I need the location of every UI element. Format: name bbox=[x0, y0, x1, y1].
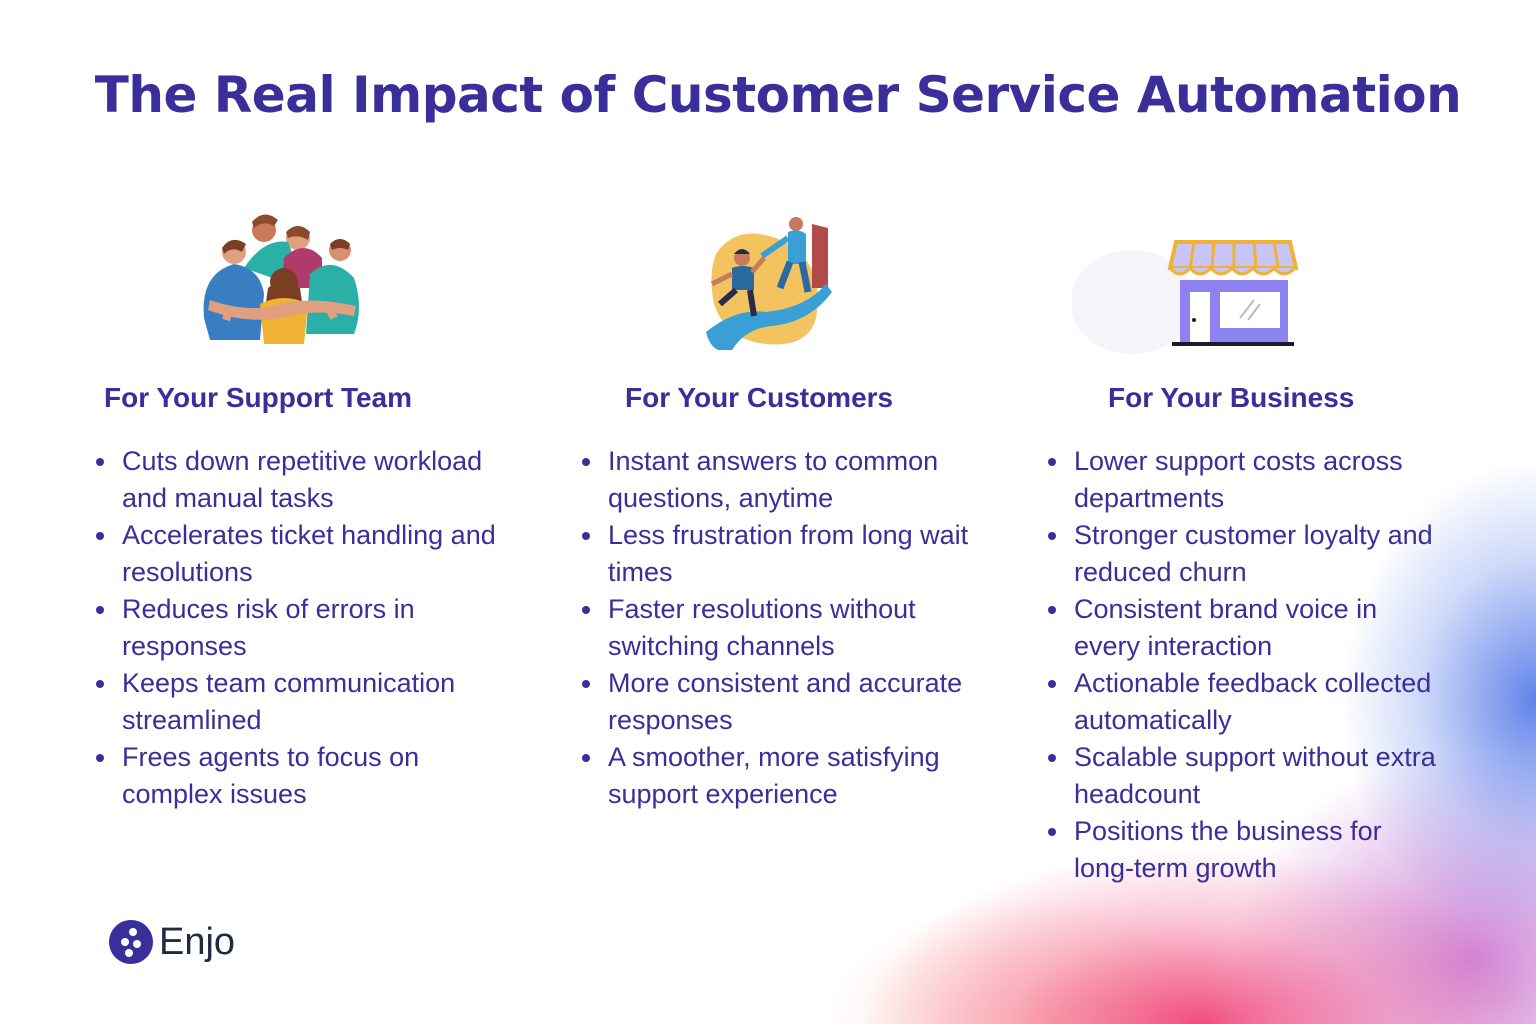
enjo-logo-icon bbox=[109, 920, 153, 964]
list-item: Faster resolutions without switching cha… bbox=[582, 591, 982, 665]
list-item: Keeps team communication streamlined bbox=[96, 665, 496, 739]
list-item: Stronger customer loyalty and reduced ch… bbox=[1048, 517, 1448, 591]
list-item: Positions the business for long-term gro… bbox=[1048, 813, 1448, 887]
list-item: Scalable support without extra headcount bbox=[1048, 739, 1448, 813]
storefront-icon bbox=[1072, 240, 1299, 354]
list-item: More consistent and accurate responses bbox=[582, 665, 982, 739]
list-item: Reduces risk of errors in responses bbox=[96, 591, 496, 665]
brand-logo: Enjo bbox=[109, 920, 235, 964]
helping-hand-icon bbox=[706, 217, 832, 350]
brand-name: Enjo bbox=[159, 920, 236, 963]
list-item: Cuts down repetitive workload and manual… bbox=[96, 443, 496, 517]
column-heading: For Your Customers bbox=[625, 382, 894, 413]
benefit-list: Instant answers to common questions, any… bbox=[582, 443, 982, 813]
list-item: A smoother, more satisfying support expe… bbox=[582, 739, 982, 813]
list-item: Frees agents to focus on complex issues bbox=[96, 739, 496, 813]
list-item: Accelerates ticket handling and resoluti… bbox=[96, 517, 496, 591]
page-title: The Real Impact of Customer Service Auto… bbox=[94, 66, 1462, 124]
list-item: Less frustration from long wait times bbox=[582, 517, 982, 591]
team-hug-icon bbox=[203, 214, 359, 344]
benefit-list: Cuts down repetitive workload and manual… bbox=[96, 443, 496, 813]
list-item: Consistent brand voice in every interact… bbox=[1048, 591, 1448, 665]
column-heading: For Your Support Team bbox=[104, 382, 413, 413]
list-item: Actionable feedback collected automatica… bbox=[1048, 665, 1448, 739]
list-item: Lower support costs across departments bbox=[1048, 443, 1448, 517]
list-item: Instant answers to common questions, any… bbox=[582, 443, 982, 517]
column-heading: For Your Business bbox=[1108, 382, 1355, 413]
benefit-list: Lower support costs across departments S… bbox=[1048, 443, 1448, 887]
